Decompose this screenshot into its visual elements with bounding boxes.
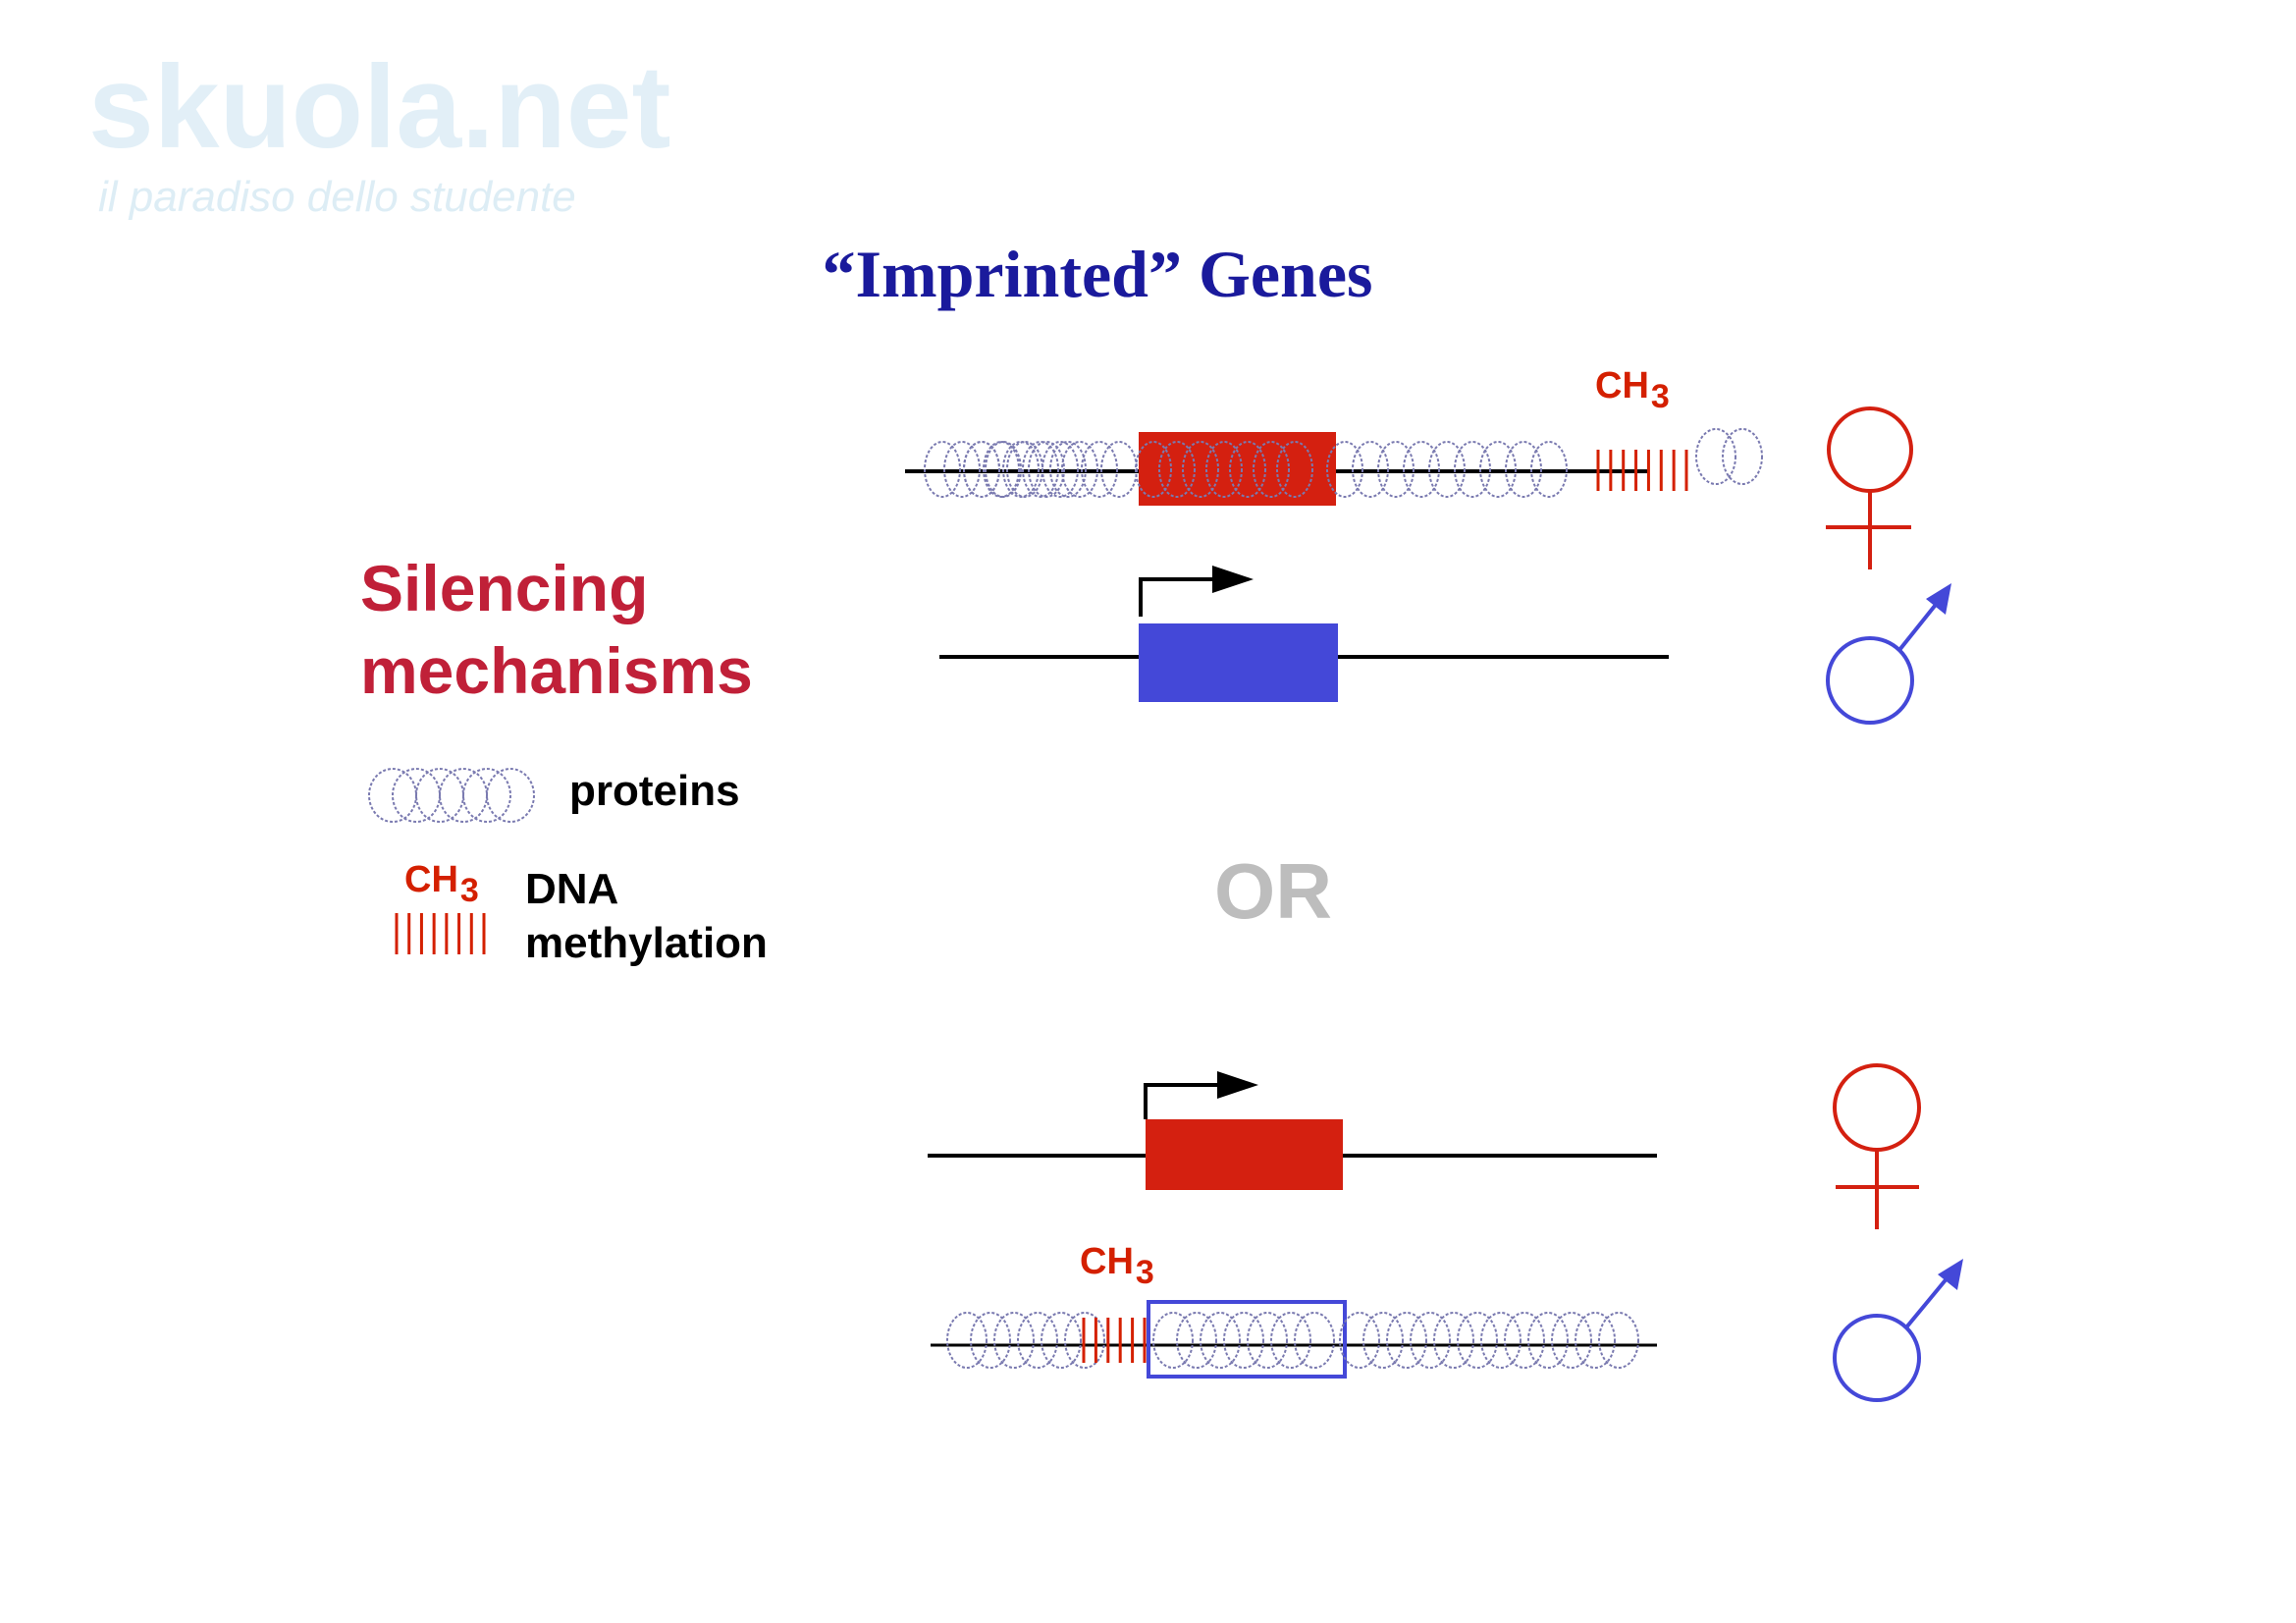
protein-circle — [983, 441, 1020, 498]
protein-circle — [1598, 1312, 1639, 1369]
female-symbol-icon — [1833, 1063, 1921, 1229]
protein-circle — [924, 441, 961, 498]
gene-box-blue — [1139, 623, 1338, 702]
gene-box-blue-outline — [1147, 1300, 1347, 1379]
protein-circle — [415, 768, 464, 823]
protein-circle — [1152, 1312, 1194, 1369]
protein-circle — [1326, 441, 1363, 498]
row-paternal-expressed — [939, 566, 1669, 702]
ch3-label: CH3 — [1595, 365, 1670, 415]
protein-circles-icon — [946, 1312, 1639, 1369]
page-title: “Imprinted” Genes — [823, 237, 1373, 311]
male-symbol-icon — [1826, 583, 1951, 725]
protein-circle — [1205, 441, 1243, 498]
protein-circle — [1276, 441, 1313, 498]
protein-circle — [1377, 441, 1415, 498]
silencing-heading-line2: mechanisms — [360, 634, 753, 707]
protein-circle — [1551, 1312, 1592, 1369]
protein-circle — [1041, 1312, 1082, 1369]
row-maternal-expressed — [928, 1071, 1657, 1190]
protein-circle — [985, 441, 1022, 498]
watermark-tagline: il paradiso dello studente — [98, 173, 576, 221]
protein-circle — [1253, 441, 1290, 498]
protein-circle — [462, 768, 511, 823]
protein-circle — [1479, 441, 1517, 498]
protein-circle — [486, 768, 535, 823]
protein-circles-icon — [924, 428, 1763, 498]
row-maternal-silenced: CH3 — [905, 365, 1763, 506]
protein-circle — [1022, 441, 1059, 498]
protein-circle — [1294, 1312, 1335, 1369]
or-separator: OR — [1214, 847, 1332, 935]
protein-circle — [943, 441, 981, 498]
gene-box-red — [1146, 1119, 1343, 1190]
row-paternal-silenced: CH3 — [931, 1241, 1657, 1379]
protein-circles-icon — [368, 768, 535, 823]
protein-circle — [1722, 428, 1763, 485]
dna-methylation-icon — [1596, 450, 1688, 491]
protein-circle — [1504, 1312, 1545, 1369]
legend-proteins-label: proteins — [569, 767, 740, 815]
protein-circle — [1006, 441, 1043, 498]
transcription-arrow-icon — [1144, 1071, 1258, 1119]
protein-circle — [1061, 441, 1098, 498]
watermark-logo: skuola.net il paradiso dello studente — [88, 41, 671, 221]
legend-methylation-label: methylation — [525, 919, 768, 967]
protein-circle — [1505, 441, 1542, 498]
protein-circle — [1410, 1312, 1451, 1369]
male-symbol-icon — [1833, 1259, 1963, 1402]
protein-circle — [1457, 1312, 1498, 1369]
protein-circle — [1530, 441, 1568, 498]
protein-circle — [1270, 1312, 1311, 1369]
protein-circle — [1223, 1312, 1264, 1369]
protein-circle — [1480, 1312, 1522, 1369]
protein-circle — [1454, 441, 1491, 498]
protein-circle — [1064, 1312, 1105, 1369]
protein-circle — [970, 1312, 1011, 1369]
protein-circle — [1352, 441, 1389, 498]
watermark-brand: skuola.net — [88, 41, 671, 173]
protein-circle — [1176, 1312, 1217, 1369]
protein-circle — [1575, 1312, 1616, 1369]
female-symbol-icon — [1826, 406, 1913, 569]
ch3-label: CH3 — [404, 859, 479, 909]
protein-circle — [1200, 1312, 1241, 1369]
protein-circle — [946, 1312, 988, 1369]
protein-circle — [392, 768, 441, 823]
protein-circle — [1135, 441, 1172, 498]
protein-circle — [1527, 1312, 1569, 1369]
protein-circle — [1028, 441, 1065, 498]
ch3-label: CH3 — [1080, 1241, 1154, 1291]
legend-dna-label: DNA — [525, 865, 618, 913]
protein-circle — [993, 1312, 1035, 1369]
protein-circle — [1049, 441, 1087, 498]
protein-circle — [1182, 441, 1219, 498]
protein-circle — [1081, 441, 1118, 498]
protein-circle — [1339, 1312, 1380, 1369]
protein-circle — [439, 768, 488, 823]
protein-circle — [1229, 441, 1266, 498]
gene-box-red — [1139, 432, 1336, 506]
protein-circle — [1158, 441, 1196, 498]
dna-methylation-icon — [395, 913, 486, 954]
transcription-arrow-icon — [1139, 566, 1254, 617]
protein-circle — [963, 441, 1000, 498]
protein-circle — [1428, 441, 1466, 498]
protein-circle — [1362, 1312, 1404, 1369]
dna-methylation-icon — [1082, 1318, 1147, 1363]
protein-circle — [368, 768, 417, 823]
silencing-heading: Silencing — [360, 552, 648, 624]
protein-circle — [1386, 1312, 1427, 1369]
protein-circle — [1403, 441, 1440, 498]
protein-circle — [1433, 1312, 1474, 1369]
protein-circle — [1017, 1312, 1058, 1369]
protein-circle — [1247, 1312, 1288, 1369]
protein-circle — [1695, 428, 1736, 485]
